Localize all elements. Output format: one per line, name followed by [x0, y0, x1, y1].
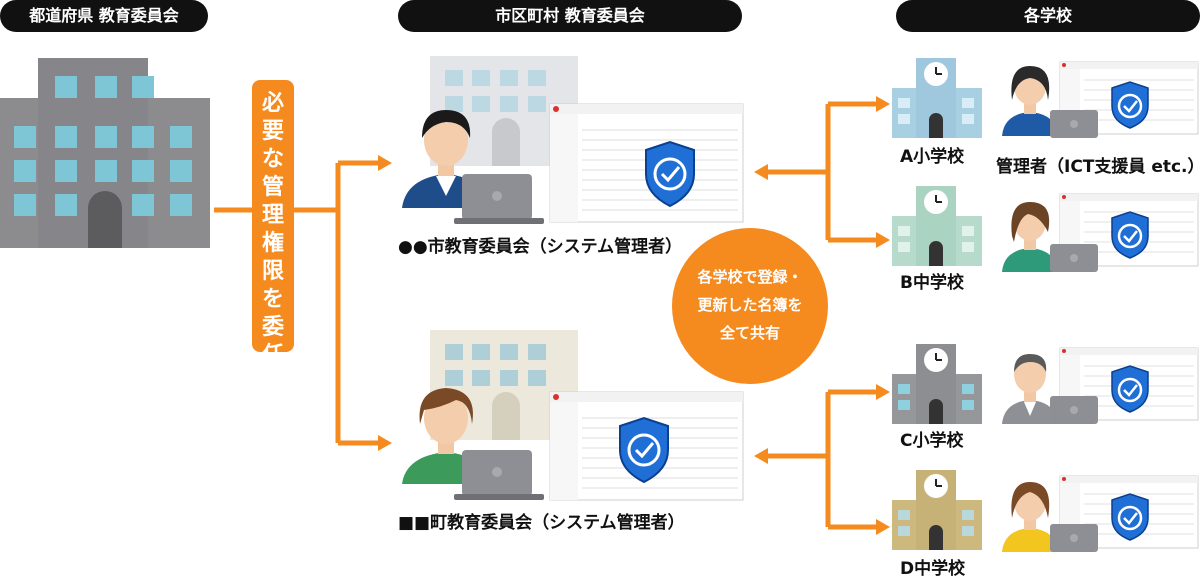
school-d-label: D中学校 [900, 559, 966, 579]
bubble-line-3: 全て共有 [719, 324, 780, 342]
school-a-building-icon [892, 58, 982, 138]
admin-label: 管理者（ICT支援員 etc.） [996, 157, 1200, 177]
city-board-illustration [402, 56, 744, 224]
header-prefecture: 都道府県 教育委員会 [0, 0, 208, 32]
school-b-building-icon [892, 186, 982, 266]
school-c-label: C小学校 [900, 431, 964, 451]
header-schools: 各学校 [896, 0, 1200, 32]
city-board-label: ●●市教育委員会（システム管理者） [398, 237, 683, 257]
school-b-label: B中学校 [900, 273, 964, 293]
town-board-illustration [402, 330, 744, 501]
school-c-admin-illustration [1002, 347, 1199, 424]
header-municipal: 市区町村 教育委員会 [398, 0, 742, 32]
bubble-line-2: 更新した名簿を [697, 296, 803, 314]
school-a-label: A小学校 [900, 147, 965, 167]
sharing-bubble: 各学校で登録・ 更新した名簿を 全て共有 [672, 228, 828, 384]
town-board-label: ■■町教育委員会（システム管理者） [398, 513, 685, 533]
school-d-admin-illustration [1002, 475, 1199, 552]
school-b-admin-illustration [1002, 193, 1199, 272]
prefecture-building-icon [0, 58, 210, 248]
school-c-building-icon [892, 344, 982, 424]
bubble-line-1: 各学校で登録・ [697, 268, 803, 286]
school-a-admin-illustration [1002, 61, 1199, 138]
delegation-label: 必要な管理権限を委任 [252, 80, 294, 368]
school-d-building-icon [892, 470, 982, 550]
